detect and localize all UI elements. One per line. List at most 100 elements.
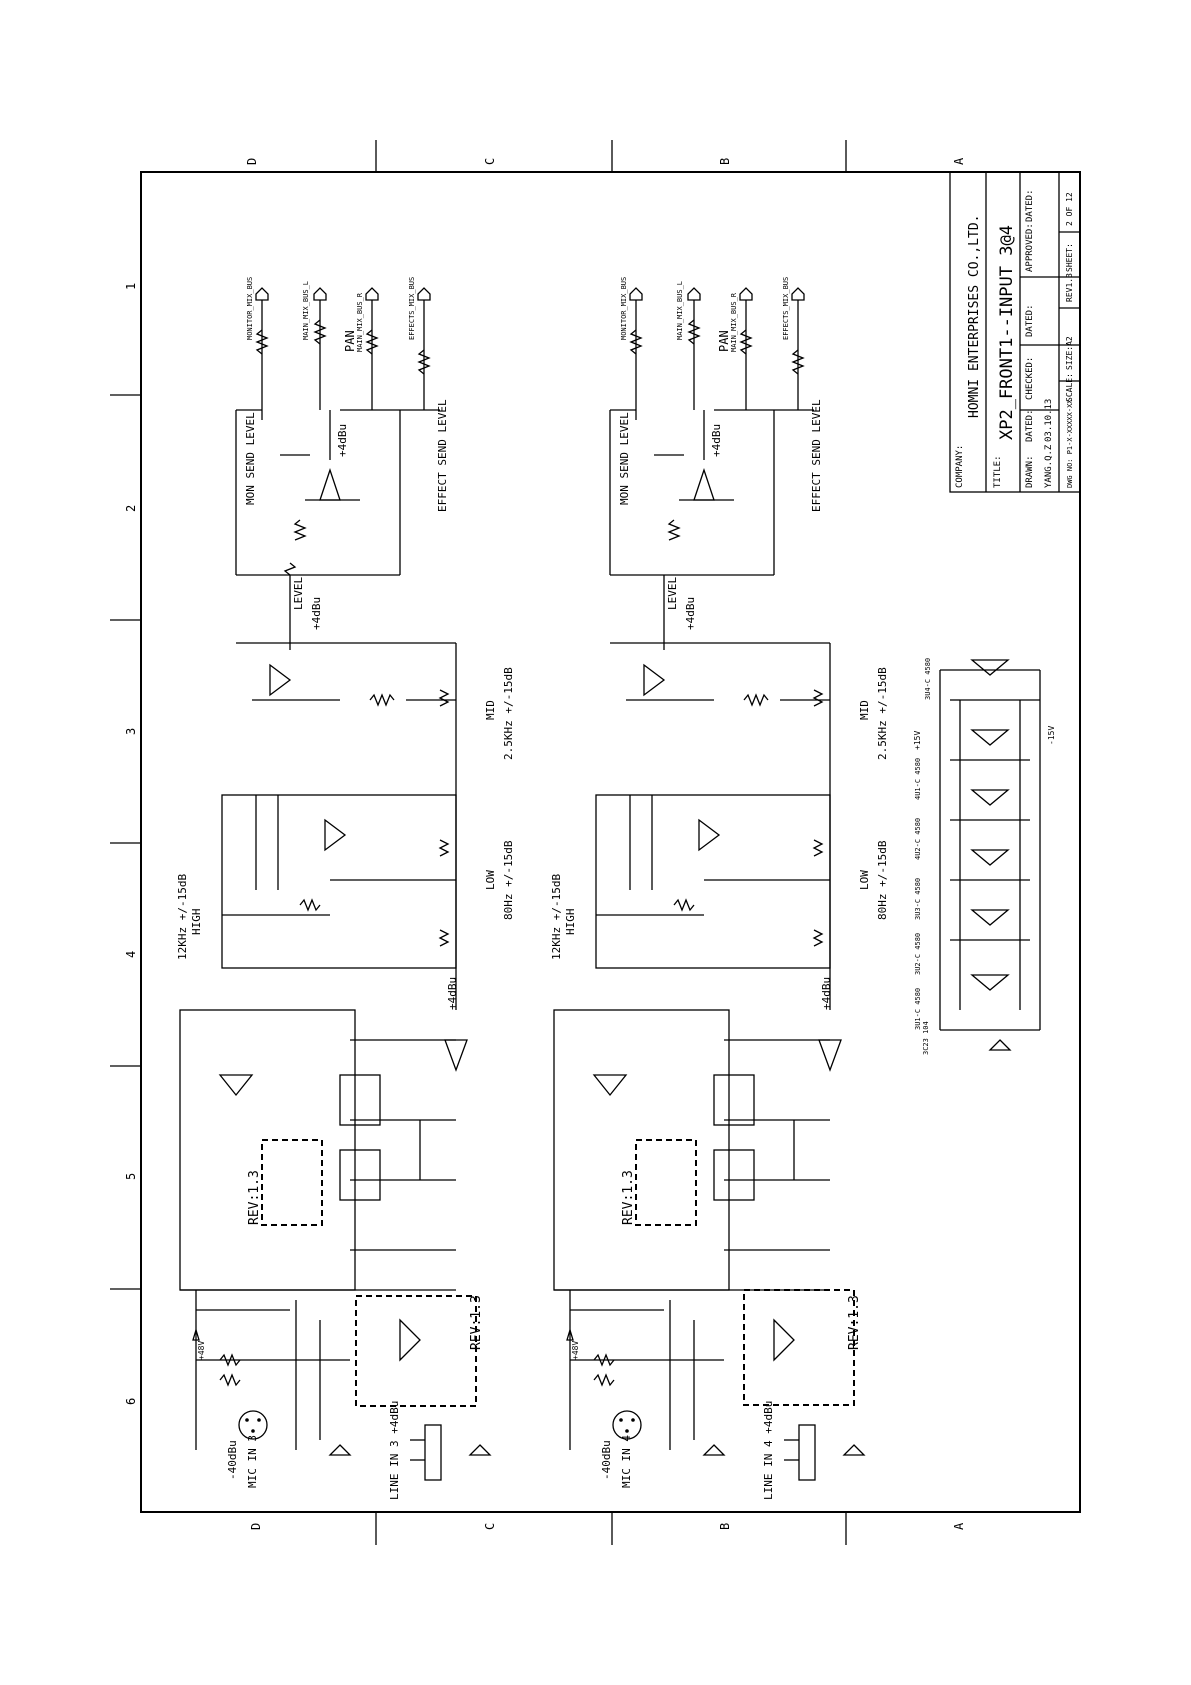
rev-box-line bbox=[743, 1289, 855, 1406]
zone-numbers: 1 2 3 4 5 6 bbox=[124, 283, 138, 1405]
zone-letter: A bbox=[952, 1522, 966, 1530]
plus-rail-label: +15V bbox=[913, 731, 922, 750]
phantom-label: +48V bbox=[571, 1341, 580, 1360]
dated-value: 03.10.13 bbox=[1044, 399, 1054, 442]
opamp-label: 3U2-C 4580 bbox=[914, 933, 922, 975]
company-name: HOMNI ENTERPRISES CO.,LTD. bbox=[967, 215, 982, 419]
dated3-label: DATED: bbox=[1025, 189, 1035, 222]
level-4dbu: +4dBu bbox=[336, 424, 349, 457]
dated2-label: DATED: bbox=[1025, 304, 1035, 337]
bus-effects-label: EFFECTS_MIX_BUS bbox=[408, 277, 416, 340]
sheet-label: SHEET: bbox=[1065, 243, 1074, 272]
bus-monitor-label: MONITOR_MIX_BUS bbox=[620, 277, 628, 340]
zone-letter: D bbox=[249, 1523, 263, 1530]
level-label: LEVEL bbox=[666, 577, 679, 610]
zone-letters-bottom: D C B A bbox=[249, 1522, 966, 1530]
scale-label: SCALE: bbox=[1065, 373, 1074, 402]
cap-label: 3C23 104 bbox=[922, 1021, 930, 1055]
low-eq-label: 80Hz +/-15dB bbox=[876, 840, 889, 920]
mic-in-label: MIC IN 4 bbox=[620, 1435, 633, 1488]
level-4dbu-2: +4dBu bbox=[684, 597, 697, 630]
zone-number: 1 bbox=[124, 283, 138, 290]
eq-in-4dbu: +4dBu bbox=[820, 977, 833, 1010]
rev-label-line: REV:1.3 bbox=[469, 1295, 484, 1350]
minus-rail-label: -15V bbox=[1047, 726, 1056, 745]
mid-label: MID bbox=[484, 700, 497, 720]
zone-letter: C bbox=[483, 1523, 497, 1530]
mid-label: MID bbox=[858, 700, 871, 720]
title-label: TITLE: bbox=[993, 455, 1003, 488]
channel-3: MONITOR_MIX_BUS MAIN_MIX_BUS_L MAIN_MIX_… bbox=[176, 277, 515, 1500]
high-label: HIGH bbox=[564, 909, 577, 936]
sheet-border bbox=[110, 140, 1081, 1545]
bus-outputs: MONITOR_MIX_BUS MAIN_MIX_BUS_L MAIN_MIX_… bbox=[246, 277, 431, 420]
opamp-label: 3U1-C 4580 bbox=[914, 988, 922, 1030]
dated-label: DATED: bbox=[1025, 409, 1035, 442]
bus-main-r-label: MAIN_MIX_BUS_R bbox=[730, 292, 738, 352]
low-eq-label: 80Hz +/-15dB bbox=[502, 840, 515, 920]
sheet-value: 2 OF 12 bbox=[1065, 192, 1074, 226]
checked-label: CHECKED: bbox=[1025, 357, 1035, 400]
approved-label: APPROVED: bbox=[1025, 223, 1035, 272]
mon-send-label: MON SEND LEVEL bbox=[618, 412, 631, 505]
drawn-label: DRAWN: bbox=[1025, 455, 1035, 488]
mid-eq-label: 2.5KHz +/-15dB bbox=[502, 667, 515, 760]
opamp-label: 4U2-C 4580 bbox=[914, 818, 922, 860]
mic-level: -40dBu bbox=[600, 1440, 613, 1480]
bus-main-l-label: MAIN_MIX_BUS_L bbox=[676, 281, 684, 340]
bus-main-r-label: MAIN_MIX_BUS_R bbox=[356, 292, 364, 352]
opamp-label: 4U1-C 4580 bbox=[914, 758, 922, 800]
pan-label: PAN bbox=[343, 330, 357, 352]
rev-box bbox=[261, 1139, 323, 1226]
bus-effects-label: EFFECTS_MIX_BUS bbox=[782, 277, 790, 340]
zone-letter: A bbox=[952, 157, 966, 165]
dwg-no: DWG NO: P1-X-XXXXX-XX bbox=[1066, 399, 1074, 488]
zone-number: 5 bbox=[124, 1173, 138, 1180]
effect-send-label: EFFECT SEND LEVEL bbox=[810, 399, 823, 512]
rev-label-preamp: REV:1.3 bbox=[247, 1170, 262, 1225]
zone-number: 4 bbox=[124, 951, 138, 958]
zone-number: 3 bbox=[124, 728, 138, 735]
zone-letter: D bbox=[245, 158, 259, 165]
zone-number: 2 bbox=[124, 505, 138, 512]
level-4dbu-2: +4dBu bbox=[310, 597, 323, 630]
bus-main-l-label: MAIN_MIX_BUS_L bbox=[302, 281, 310, 340]
level-4dbu: +4dBu bbox=[710, 424, 723, 457]
opamp-label: 3U4-C 4580 bbox=[924, 658, 932, 700]
size-label: SIZE:A2 bbox=[1065, 336, 1074, 370]
rev-box-line bbox=[355, 1295, 477, 1407]
high-label: HIGH bbox=[190, 909, 203, 936]
mon-send-label: MON SEND LEVEL bbox=[244, 412, 257, 505]
low-label: LOW bbox=[484, 870, 497, 890]
bus-monitor-label: MONITOR_MIX_BUS bbox=[246, 277, 254, 340]
mid-eq-label: 2.5KHz +/-15dB bbox=[876, 667, 889, 760]
drawn-by: YANG.Q.Z bbox=[1044, 444, 1054, 488]
low-label: LOW bbox=[858, 870, 871, 890]
channel-4: MONITOR_MIX_BUS MAIN_MIX_BUS_L MAIN_MIX_… bbox=[550, 277, 889, 1500]
mic-level: -40dBu bbox=[226, 1440, 239, 1480]
opamp-label: 3U3-C 4580 bbox=[914, 878, 922, 920]
effect-send-label: EFFECT SEND LEVEL bbox=[436, 399, 449, 512]
eq-in-4dbu: +4dBu bbox=[446, 977, 459, 1010]
rev-label: REV1.3 bbox=[1065, 273, 1074, 302]
zone-letter: C bbox=[483, 158, 497, 165]
power-section: +15V -15V 3U4-C 4580 4U1-C 4580 4U2-C 45… bbox=[913, 658, 1056, 1055]
pan-label: PAN bbox=[717, 330, 731, 352]
zone-number: 6 bbox=[124, 1398, 138, 1405]
line-in-label: LINE IN 4 +4dBu bbox=[762, 1401, 775, 1500]
zone-letter: B bbox=[718, 1523, 732, 1530]
phantom-label: +48V bbox=[197, 1341, 206, 1360]
title-block: COMPANY: HOMNI ENTERPRISES CO.,LTD. TITL… bbox=[949, 171, 1081, 493]
level-label: LEVEL bbox=[292, 577, 305, 610]
zone-letter: B bbox=[718, 158, 732, 165]
drawing-title: XP2_FRONT1--INPUT 3@4 bbox=[997, 225, 1017, 440]
rev-label-line: REV:1.3 bbox=[847, 1295, 862, 1350]
line-in-label: LINE IN 3 +4dBu bbox=[388, 1401, 401, 1500]
rev-label-preamp: REV:1.3 bbox=[621, 1170, 636, 1225]
rev-box bbox=[635, 1139, 697, 1226]
mic-in-label: MIC IN 3 bbox=[246, 1435, 259, 1488]
high-eq-label: 12KHz +/-15dB bbox=[550, 874, 563, 960]
high-eq-label: 12KHz +/-15dB bbox=[176, 874, 189, 960]
zone-letters-top: D C B A bbox=[245, 157, 966, 165]
